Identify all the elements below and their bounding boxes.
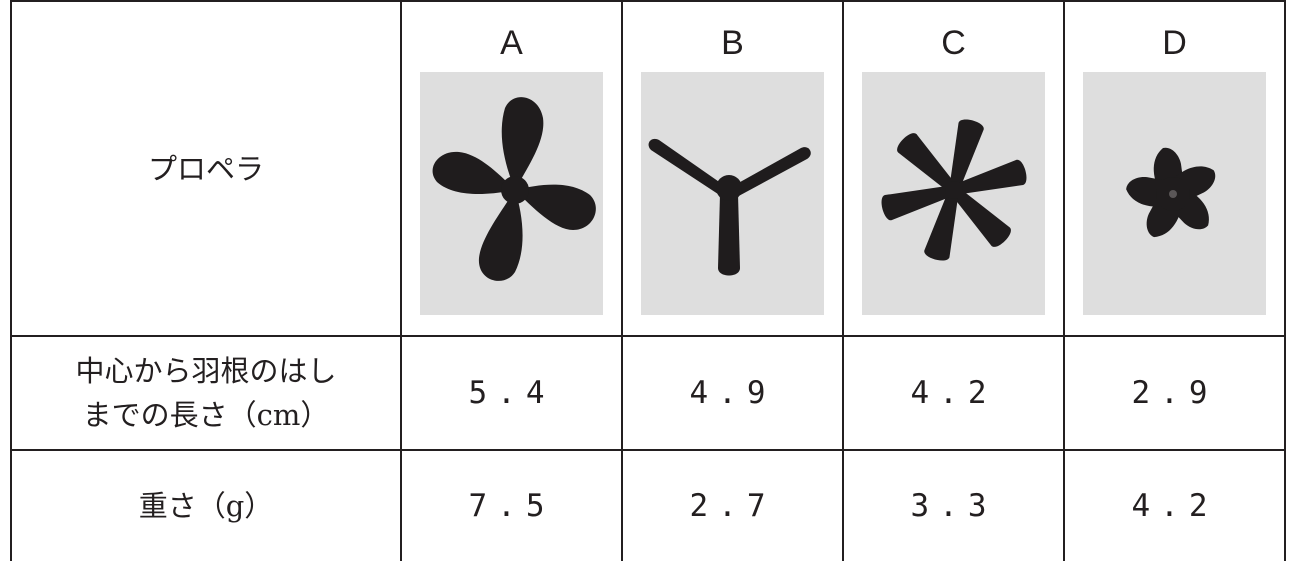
- three-blade-propeller-icon: [648, 138, 811, 276]
- length-value-a-cell: 5.4: [400, 335, 623, 451]
- weight-value-a: 7.5: [468, 488, 555, 524]
- propeller-d-photo: [1083, 72, 1266, 315]
- column-b-letter: B: [721, 24, 744, 62]
- four-blade-propeller-icon: [432, 97, 596, 281]
- column-d-letter: D: [1162, 24, 1187, 62]
- propeller-table: プロペラ A B: [10, 0, 1286, 561]
- column-c-header: C: [842, 0, 1065, 337]
- weight-value-d: 4.2: [1131, 488, 1218, 524]
- propeller-label: プロペラ: [147, 151, 264, 186]
- weight-value-c-cell: 3.3: [842, 449, 1065, 561]
- weight-label: 重さ（g）: [138, 489, 274, 523]
- length-label-line2: までの長さ（cm）: [82, 398, 330, 432]
- length-value-b-cell: 4.9: [621, 335, 844, 451]
- propeller-a-photo: [420, 72, 603, 315]
- propeller-header-row: プロペラ A B: [10, 0, 1286, 337]
- weight-value-c: 3.3: [910, 488, 997, 524]
- weight-value-b-cell: 2.7: [621, 449, 844, 561]
- length-row: 中心から羽根のはし までの長さ（cm） 5.4 4.9 4.2 2.9: [10, 335, 1286, 451]
- length-value-d: 2.9: [1131, 375, 1218, 411]
- length-value-a: 5.4: [468, 375, 555, 411]
- length-value-b: 4.9: [689, 375, 776, 411]
- column-b-header: B: [621, 0, 844, 337]
- length-value-d-cell: 2.9: [1063, 335, 1286, 451]
- propeller-b-photo: [641, 72, 824, 315]
- column-c-letter: C: [941, 24, 966, 62]
- weight-row: 重さ（g） 7.5 2.7 3.3 4.2: [10, 449, 1286, 561]
- column-d-header: D: [1063, 0, 1286, 337]
- propeller-label-cell: プロペラ: [10, 0, 402, 337]
- weight-value-a-cell: 7.5: [400, 449, 623, 561]
- six-blade-propeller-icon: [881, 119, 1027, 261]
- weight-value-b: 2.7: [689, 488, 776, 524]
- column-a-letter: A: [500, 24, 523, 62]
- five-blade-propeller-icon: [1126, 147, 1216, 238]
- length-value-c-cell: 4.2: [842, 335, 1065, 451]
- weight-value-d-cell: 4.2: [1063, 449, 1286, 561]
- length-label-line1: 中心から羽根のはし: [75, 354, 337, 388]
- length-label-cell: 中心から羽根のはし までの長さ（cm）: [10, 335, 402, 451]
- column-a-header: A: [400, 0, 623, 337]
- weight-label-cell: 重さ（g）: [10, 449, 402, 561]
- propeller-c-photo: [862, 72, 1045, 315]
- length-value-c: 4.2: [910, 375, 997, 411]
